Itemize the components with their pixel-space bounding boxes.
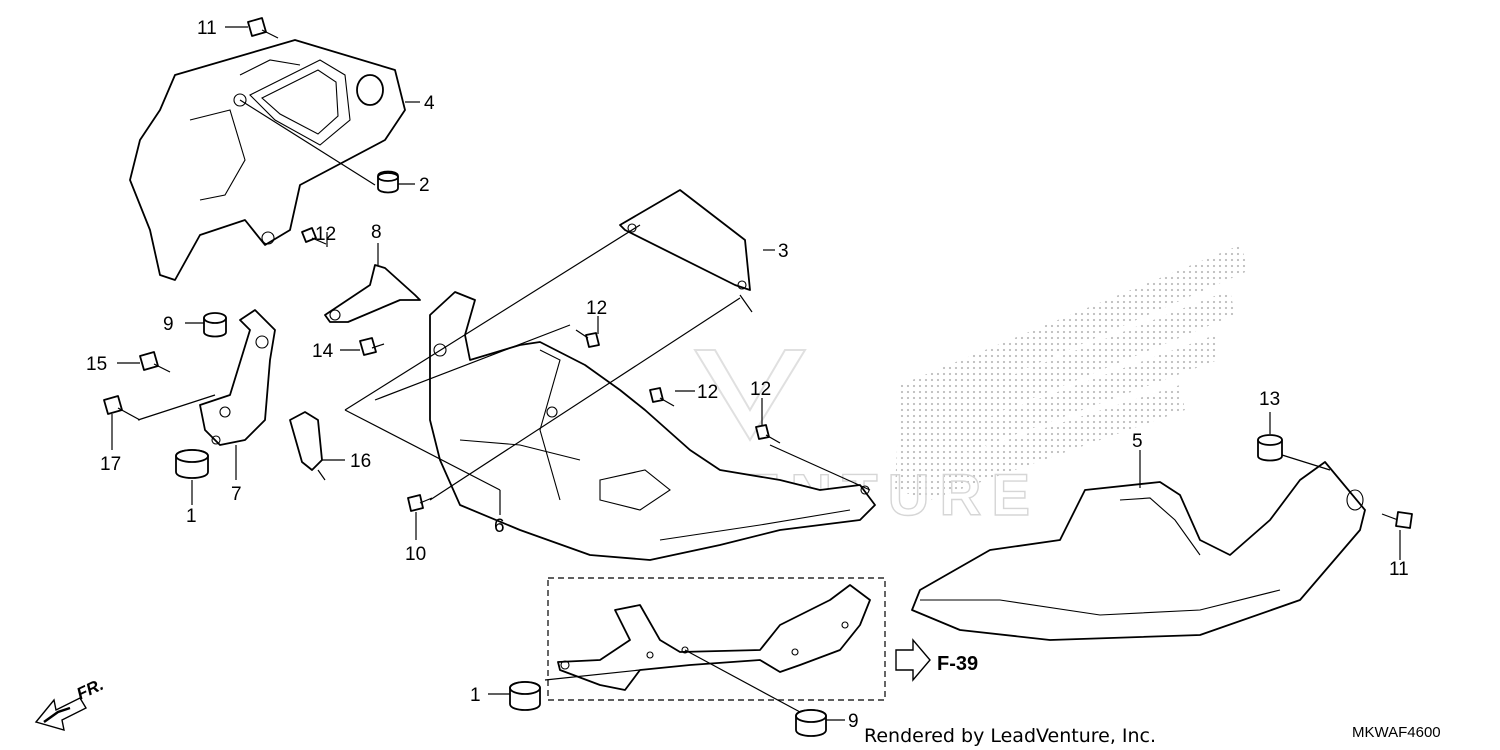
grommet-part-2[interactable] xyxy=(377,170,399,194)
callout-10: 10 xyxy=(405,544,426,565)
panel-part-3[interactable] xyxy=(619,189,753,313)
callout-12-b: 12 xyxy=(586,298,607,319)
callout-13: 13 xyxy=(1259,389,1280,410)
bolt-part-15[interactable] xyxy=(139,351,171,373)
callout-1-left: 1 xyxy=(186,506,197,527)
callout-14: 14 xyxy=(312,341,334,362)
bracket-part-7[interactable] xyxy=(199,309,276,446)
render-credit: Rendered by LeadVenture, Inc. xyxy=(864,725,1156,747)
bolt-part-11-upper[interactable] xyxy=(247,17,279,39)
callout-17: 17 xyxy=(100,454,121,475)
callout-8: 8 xyxy=(371,222,382,243)
bolt-part-11-right[interactable] xyxy=(1381,511,1413,529)
upper-cowl-part-4[interactable] xyxy=(129,39,406,281)
callout-9-upper: 9 xyxy=(163,314,174,335)
screw-part-12-d[interactable] xyxy=(755,424,781,444)
screw-part-12-b[interactable] xyxy=(575,329,600,348)
grommet-part-9-lower[interactable] xyxy=(795,709,827,737)
callout-9-lower: 9 xyxy=(848,711,859,732)
diagram-code: MKWAF4600 xyxy=(1352,724,1441,741)
sub-assembly-box xyxy=(547,577,886,701)
callout-7: 7 xyxy=(231,484,242,505)
clip-part-16[interactable] xyxy=(289,411,326,481)
side-cowl-part-5[interactable] xyxy=(911,461,1366,641)
bracket-part-8[interactable] xyxy=(324,264,421,323)
screw-part-12-a[interactable] xyxy=(301,227,327,245)
callout-15: 15 xyxy=(86,354,107,375)
bolt-part-14[interactable] xyxy=(359,337,385,356)
leader-lines xyxy=(111,26,1401,721)
callout-1-bottom: 1 xyxy=(470,685,481,706)
callout-6: 6 xyxy=(494,516,505,537)
callout-16: 16 xyxy=(350,451,371,472)
callout-2: 2 xyxy=(419,175,430,196)
lower-cowl-part-6[interactable] xyxy=(429,291,876,561)
page-reference-link[interactable]: F-39 xyxy=(895,638,978,682)
callout-11-right: 11 xyxy=(1389,559,1409,580)
callout-4: 4 xyxy=(424,93,435,114)
callout-5: 5 xyxy=(1132,431,1143,452)
front-direction-indicator: FR. xyxy=(34,675,107,731)
reference-page-label: F-39 xyxy=(937,653,978,675)
callout-12-c: 12 xyxy=(697,382,718,403)
callout-12-a: 12 xyxy=(315,224,336,245)
bolt-part-17[interactable] xyxy=(103,395,141,421)
callout-numbers: 11 4 2 3 12 8 9 15 14 12 12 12 5 13 17 1… xyxy=(86,18,1409,732)
front-arrow-icon xyxy=(34,697,87,731)
brand-wing-watermark xyxy=(895,245,1250,500)
nut-part-13[interactable] xyxy=(1257,434,1283,462)
grommet-part-1-bottom[interactable] xyxy=(509,681,541,711)
callout-3: 3 xyxy=(778,241,789,262)
grommet-part-1-left[interactable] xyxy=(175,449,209,479)
grommet-part-9-upper[interactable] xyxy=(203,312,227,338)
reference-arrow-icon xyxy=(895,638,931,682)
callout-12-d: 12 xyxy=(750,379,771,400)
screw-part-10[interactable] xyxy=(407,494,433,512)
callout-11-upper: 11 xyxy=(197,18,217,39)
screw-part-12-c[interactable] xyxy=(649,387,675,407)
